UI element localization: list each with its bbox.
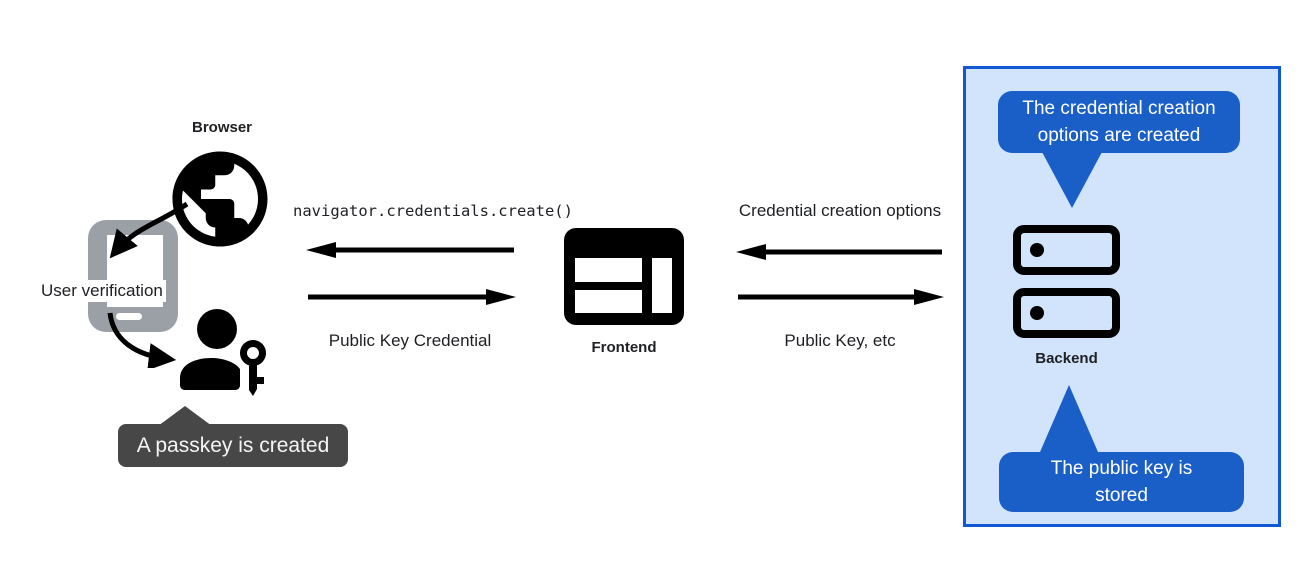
frontend-window-icon — [564, 228, 684, 325]
public-key-credential-label: Public Key Credential — [328, 331, 492, 350]
arrow-credential-creation-options — [736, 244, 942, 260]
user-key-icon — [180, 309, 267, 396]
bubble-pointer-up — [1040, 385, 1098, 452]
credentials-create-label: navigator.credentials.create() — [293, 202, 573, 220]
backend-panel: The credential creation options are crea… — [963, 66, 1281, 527]
options-created-bubble: The credential creation options are crea… — [998, 91, 1240, 153]
backend-server-icon — [1013, 225, 1120, 338]
public-key-stored-bubble: The public key is stored — [999, 452, 1244, 512]
credential-creation-options-label: Credential creation options — [738, 201, 942, 220]
bubble-pointer-down — [1042, 152, 1102, 208]
arrow-public-key — [738, 289, 944, 305]
backend-label: Backend — [1035, 350, 1098, 367]
user-verification-label: User verification — [38, 280, 166, 303]
arrow-public-key-credential — [308, 289, 516, 305]
arrow-credentials-create — [306, 242, 514, 258]
tooltip-pointer-up — [158, 406, 212, 426]
passkey-tooltip-text: A passkey is created — [118, 424, 348, 467]
frontend-label: Frontend — [591, 339, 657, 356]
arrow-browser-to-phone — [109, 201, 189, 259]
globe-icon — [172, 151, 268, 247]
arrow-phone-to-user — [107, 312, 177, 368]
public-key-etc-label: Public Key, etc — [784, 331, 896, 350]
browser-label: Browser — [191, 119, 253, 136]
